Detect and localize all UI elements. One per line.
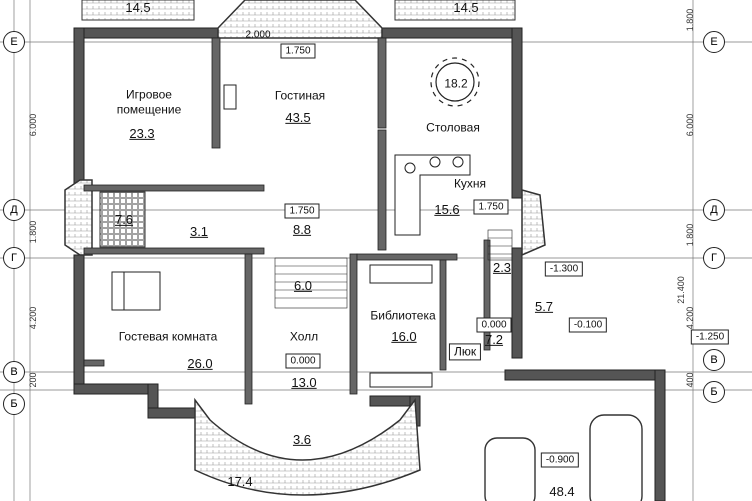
hall-label: Холл [289, 329, 319, 344]
top-left-area: 14.5 [125, 0, 151, 15]
dim-top-2: 1.750 [280, 43, 316, 59]
axis-marker-d-left: Д [3, 199, 25, 221]
kitchen-area: 15.6 [434, 201, 460, 217]
hatch-label: Люк [448, 343, 482, 361]
axis-marker-d-right: Д [703, 199, 725, 221]
dim-top-1: 2.000 [245, 29, 271, 41]
living-fireplace [223, 84, 237, 110]
dim-mid-1: 1.750 [284, 203, 320, 219]
living-area: 43.5 [285, 109, 311, 125]
stair-area: 6.0 [293, 277, 313, 293]
side-level: 0.000 [476, 317, 512, 333]
axis-marker-e-right: Е [703, 31, 725, 53]
kitchen-label: Кухня [453, 176, 487, 191]
playroom-area: 23.3 [129, 125, 155, 141]
bay-towers [64, 0, 546, 496]
right-dim-5: 4.200 [685, 306, 695, 330]
library-furniture [369, 264, 433, 388]
staircase-side [487, 229, 513, 261]
axis-marker-g-left: Г [3, 247, 25, 269]
outer-walls [73, 27, 666, 501]
vestibule-area: 3.6 [292, 431, 312, 447]
right-dim-1: 1.800 [685, 8, 695, 32]
wc-area: 3.1 [189, 223, 209, 239]
top-left-terrace [81, 0, 195, 21]
terrace-area: 17.4 [227, 473, 253, 489]
guest-room-area: 26.0 [187, 355, 213, 371]
right-dim-4: 21.400 [676, 276, 686, 304]
garage-area: 48.4 [549, 483, 575, 499]
right-dim-6: 400 [685, 372, 695, 388]
dim-mid-2: 1.750 [473, 199, 509, 215]
hall-level: 0.000 [285, 353, 321, 369]
dining-table-icon [430, 57, 480, 107]
axis-marker-v-right: В [703, 349, 725, 371]
level-1: -1.300 [544, 261, 584, 277]
playroom-label-1: Игровое [126, 87, 172, 102]
axis-marker-e-left: Е [3, 31, 25, 53]
top-right-area: 14.5 [453, 0, 479, 15]
bath-area: 7.6 [114, 211, 134, 227]
guest-bed [111, 271, 161, 311]
bathroom-tiles [99, 191, 146, 248]
garage-cars [484, 414, 643, 501]
dining-table-area: 18.2 [444, 76, 468, 91]
axis-marker-v-left: В [3, 361, 25, 383]
level-3: -1.250 [690, 329, 730, 345]
library-area: 16.0 [391, 328, 417, 344]
utility-area: 5.7 [534, 298, 554, 314]
axis-marker-g-right: Г [703, 247, 725, 269]
side-area: 7.2 [484, 331, 504, 347]
axis-marker-b-left: Б [3, 393, 25, 415]
left-dim-3: 4.200 [28, 306, 38, 330]
level-2: -0.100 [568, 317, 608, 333]
corridor-area: 8.8 [292, 221, 312, 237]
playroom-label-2: помещение [116, 102, 182, 117]
left-dim-2: 1.800 [28, 220, 38, 244]
hall-area: 13.0 [291, 374, 317, 390]
right-dim-3: 1.800 [685, 223, 695, 247]
dining-label: Столовая [426, 120, 480, 135]
right-dim-2: 6.000 [685, 113, 695, 137]
axis-marker-b-right: Б [703, 381, 725, 403]
top-right-terrace [394, 0, 516, 21]
living-label: Гостиная [274, 88, 326, 103]
inner-walls [83, 37, 491, 405]
guest-room-label: Гостевая комната [118, 329, 218, 344]
staircase-main [274, 257, 348, 309]
level-4: -0.900 [540, 452, 580, 468]
kitchen-counter [394, 154, 471, 236]
left-dim-1: 6.000 [28, 113, 38, 137]
library-label: Библиотека [370, 308, 436, 323]
left-dim-4: 200 [28, 372, 38, 388]
small-room-area: 2.3 [492, 259, 512, 275]
